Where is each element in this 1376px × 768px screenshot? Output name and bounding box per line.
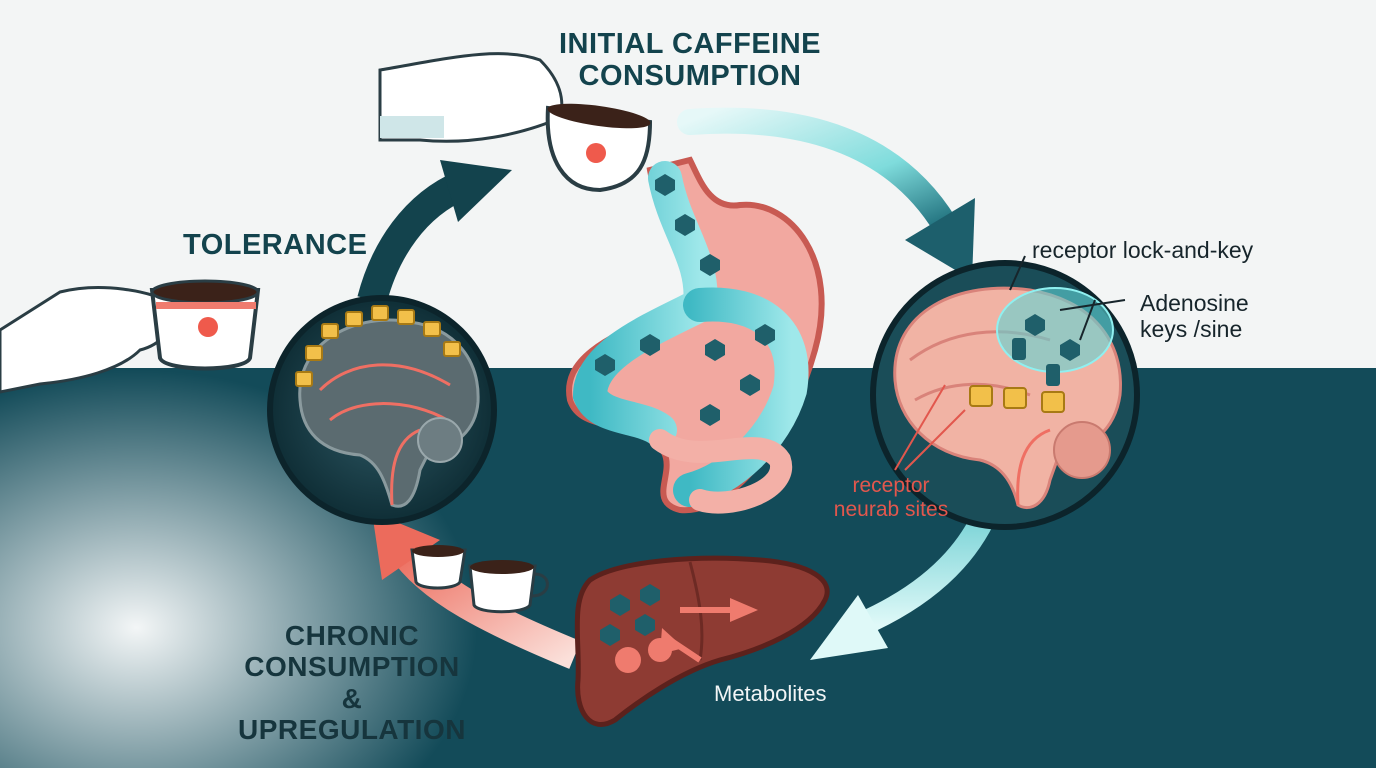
caffeine-molecule-icon <box>600 584 660 646</box>
pointer-lines <box>1009 255 1126 341</box>
label-adenosine-keys: Adenosine keys /sine <box>1140 290 1249 342</box>
cycle-arrow-icon <box>677 107 975 280</box>
padlock-icon <box>969 385 1065 413</box>
cycle-arrow-icon <box>357 160 512 305</box>
padlock-icon <box>295 305 461 387</box>
label-tolerance: TOLERANCE <box>183 229 368 261</box>
brain-icon <box>267 295 497 525</box>
pointer-lines <box>894 384 966 471</box>
label-metabolites: Metabolites <box>714 681 827 706</box>
liver-icon <box>574 555 830 727</box>
caffeine-molecule-icon <box>1012 314 1080 386</box>
stomach-icon <box>566 156 825 514</box>
label-initial-consumption: INITIAL CAFFEINE CONSUMPTION <box>558 28 822 93</box>
label-receptor-lock-and-key: receptor lock-and-key <box>1032 237 1254 263</box>
hand-icon <box>378 52 564 143</box>
label-receptor-sites: receptor neurab sites <box>833 474 949 521</box>
coffee-cup-icon <box>149 279 261 371</box>
coffee-cup-icon <box>410 545 467 590</box>
caffeine-molecule-icon <box>595 174 775 426</box>
label-chronic-consumption: CHRONIC CONSUMPTION & UPREGULATION <box>238 620 466 746</box>
coffee-cup-icon <box>545 103 653 193</box>
coffee-cup-icon <box>468 560 549 614</box>
